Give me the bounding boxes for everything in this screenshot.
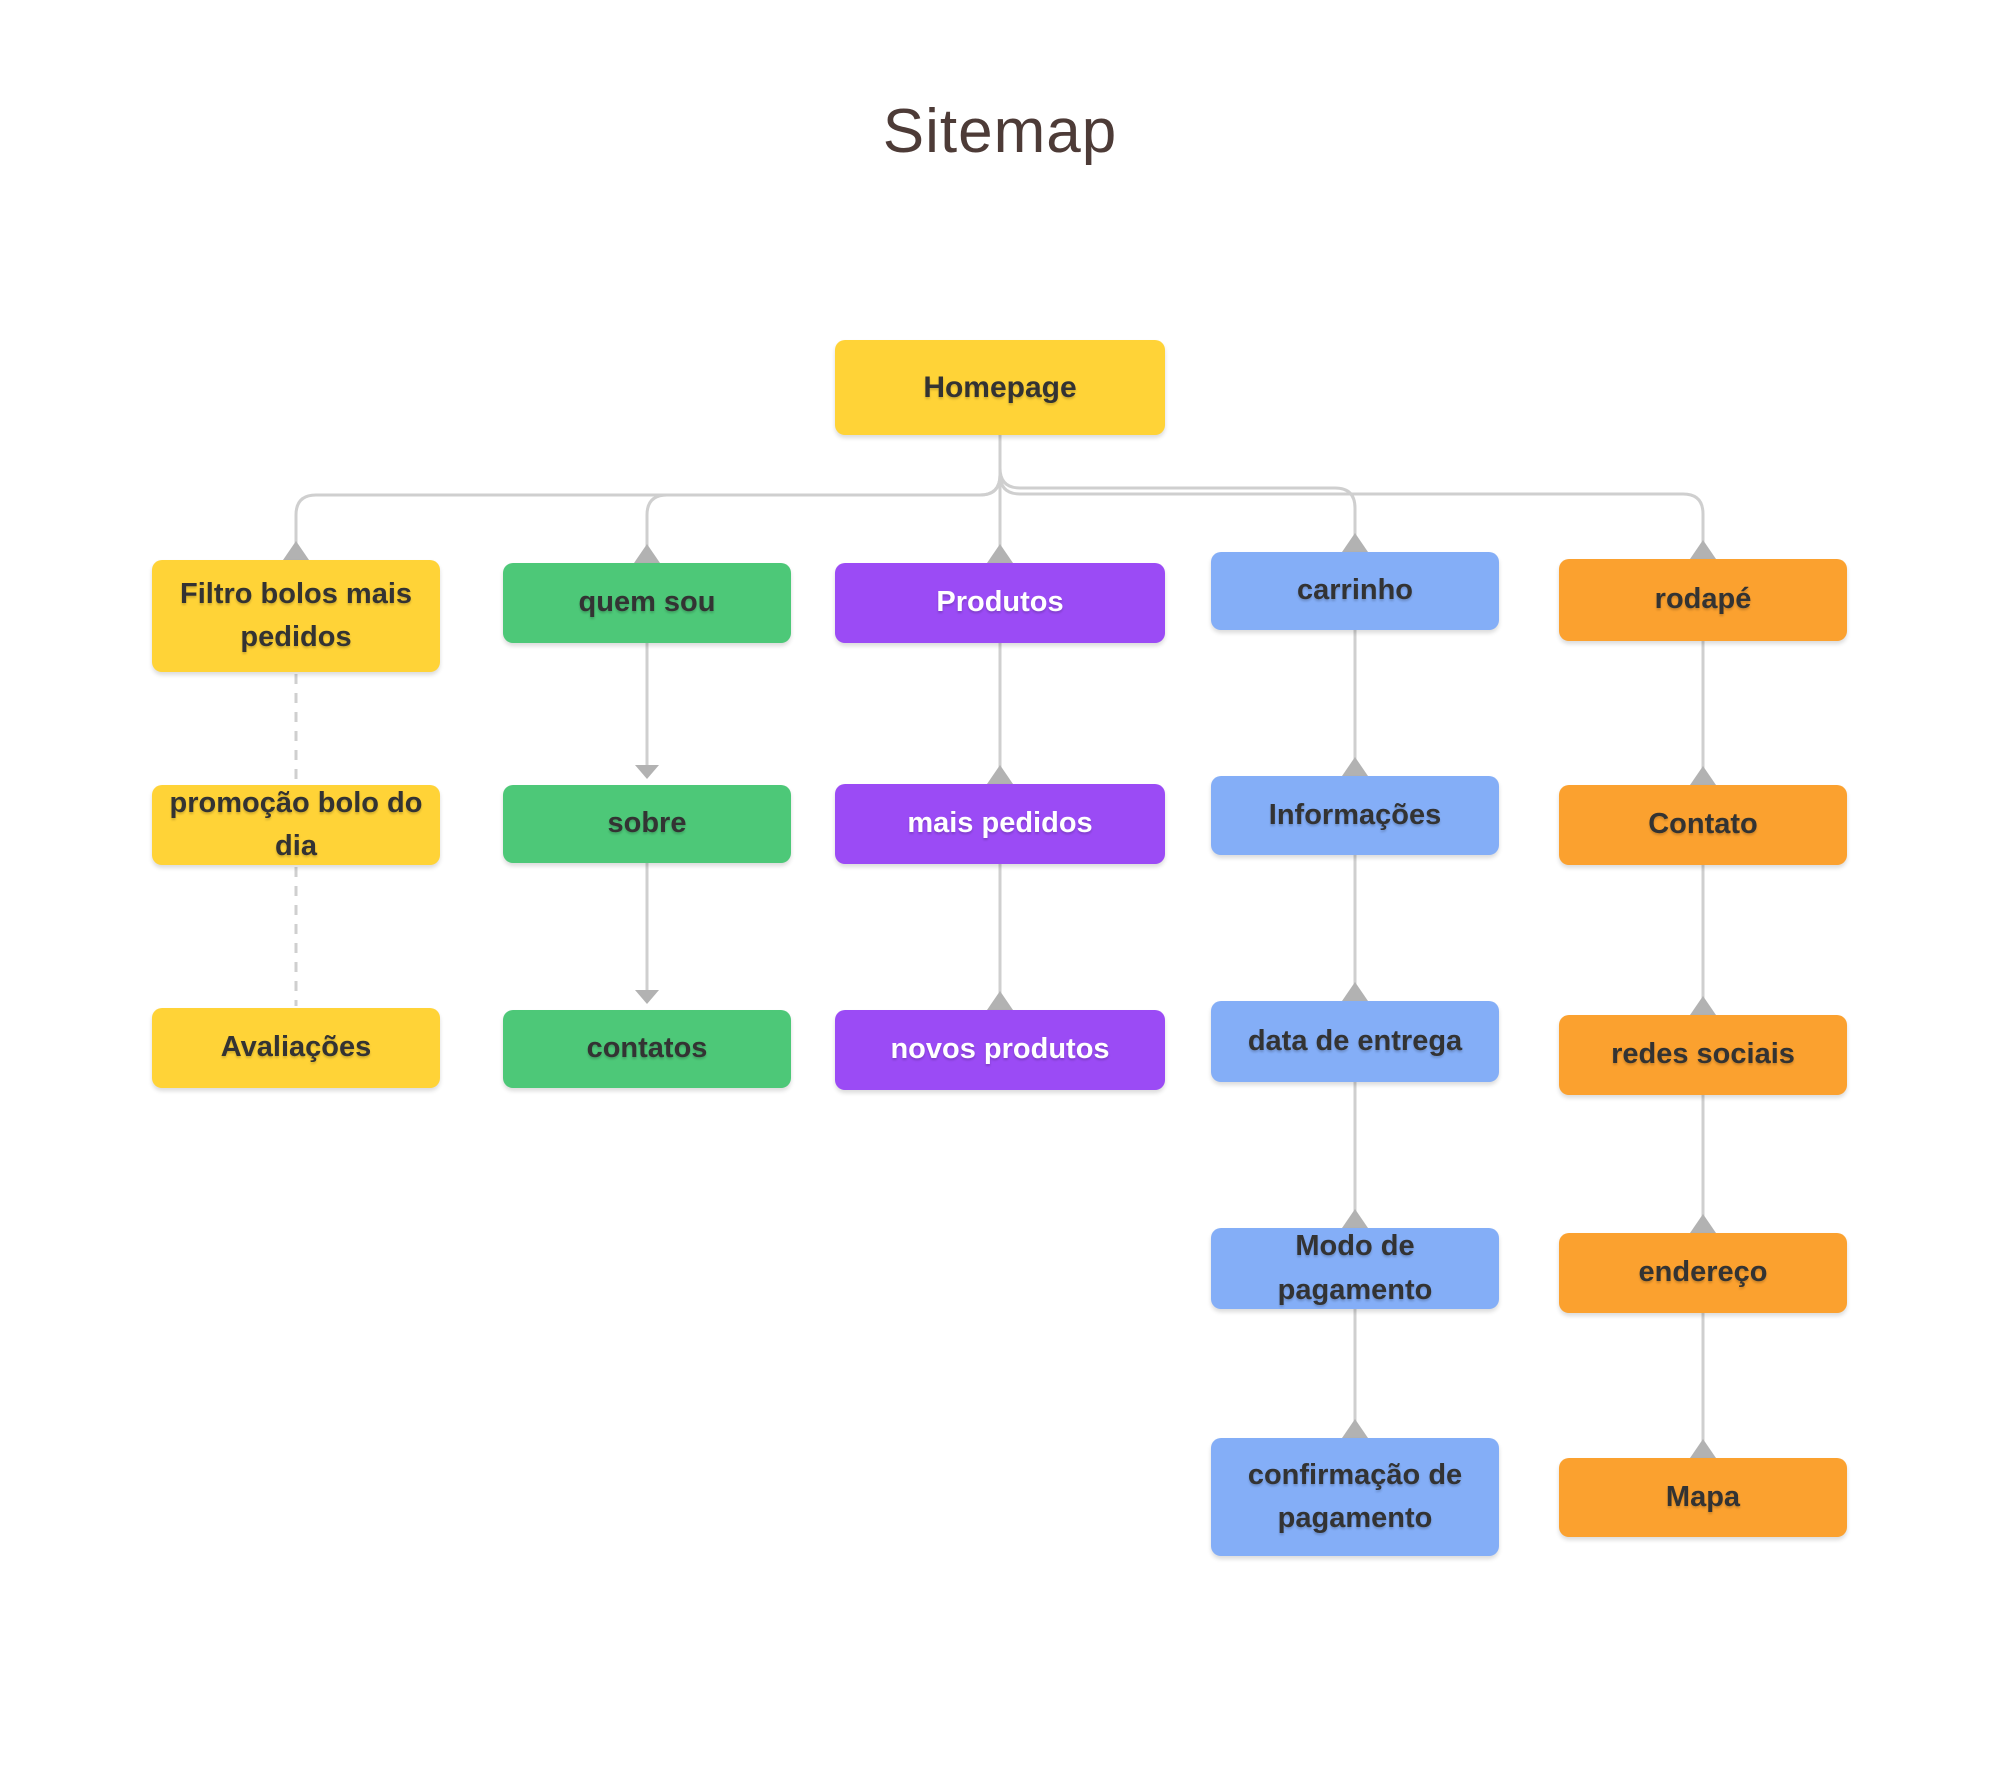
node-contato[interactable]: Contato xyxy=(1559,785,1847,865)
node-carrinho[interactable]: carrinho xyxy=(1211,552,1499,630)
node-label: Mapa xyxy=(1665,1480,1741,1513)
connector-homepage-carrinho xyxy=(998,433,1357,537)
arrow-up-carrinho xyxy=(1342,533,1368,552)
node-label: Informações xyxy=(1268,798,1442,831)
arrow-up-informacoes xyxy=(1342,757,1368,776)
arrow-up-novosprodutos xyxy=(987,991,1013,1010)
node-rodape[interactable]: rodapé xyxy=(1559,559,1847,641)
node-label: mais pedidos xyxy=(907,807,1093,840)
node-homepage-label: Homepage xyxy=(923,371,1077,404)
arrow-up-confirmacao xyxy=(1342,1419,1368,1438)
arrow-up-maispedidos xyxy=(987,765,1013,784)
node-label: Produtos xyxy=(936,586,1064,619)
node-sobre[interactable]: sobre xyxy=(503,785,791,863)
node-novos-produtos[interactable]: novos produtos xyxy=(835,1010,1165,1090)
node-mapa[interactable]: Mapa xyxy=(1559,1458,1847,1537)
node-filtro-bolos-mais-pedidos[interactable]: Filtro bolos mais pedidos xyxy=(152,560,440,672)
node-label: promoção bolo do dia xyxy=(169,786,423,863)
node-contatos[interactable]: contatos xyxy=(503,1010,791,1088)
node-label: carrinho xyxy=(1296,574,1414,607)
arrow-up-dataentrega xyxy=(1342,982,1368,1001)
connector-homepage-quemsou xyxy=(645,433,1002,548)
node-label: data de entrega xyxy=(1247,1024,1463,1057)
connector-homepage-filtro xyxy=(294,433,1002,545)
page-title: Sitemap xyxy=(882,97,1118,166)
arrow-up-produtos xyxy=(987,544,1013,563)
node-label: novos produtos xyxy=(890,1033,1110,1066)
node-label: Modo de pagamento xyxy=(1277,1230,1433,1306)
node-promocao-bolo-do-dia[interactable]: promoção bolo do dia xyxy=(152,785,440,865)
node-label: Contato xyxy=(1648,808,1758,841)
node-data-de-entrega[interactable]: data de entrega xyxy=(1211,1001,1499,1082)
node-avaliacoes[interactable]: Avaliações xyxy=(152,1008,440,1088)
node-informacoes[interactable]: Informações xyxy=(1211,776,1499,855)
node-homepage[interactable]: Homepage xyxy=(835,340,1165,435)
node-label: quem sou xyxy=(578,586,716,619)
arrow-up-quemsou xyxy=(634,544,660,563)
connector-homepage-rodape xyxy=(998,433,1705,544)
arrow-down-contatos xyxy=(635,990,659,1004)
node-label: contatos xyxy=(586,1032,708,1065)
arrow-down-sobre xyxy=(635,765,659,779)
node-endereco[interactable]: endereço xyxy=(1559,1233,1847,1313)
node-label: endereço xyxy=(1638,1256,1768,1289)
node-label: Filtro bolos mais pedidos xyxy=(179,577,413,654)
node-label: confirmação de pagamento xyxy=(1247,1458,1463,1535)
arrow-up-filtro xyxy=(283,541,309,560)
node-label: rodapé xyxy=(1654,583,1752,616)
arrow-up-redessociais xyxy=(1690,996,1716,1015)
arrow-up-mapa xyxy=(1690,1439,1716,1458)
node-redes-sociais[interactable]: redes sociais xyxy=(1559,1015,1847,1095)
arrow-up-endereco xyxy=(1690,1214,1716,1233)
node-mais-pedidos[interactable]: mais pedidos xyxy=(835,784,1165,864)
node-label: sobre xyxy=(607,807,687,840)
node-confirmacao-de-pagamento[interactable]: confirmação de pagamento xyxy=(1211,1438,1499,1556)
node-produtos[interactable]: Produtos xyxy=(835,563,1165,643)
node-label: Avaliações xyxy=(220,1031,372,1064)
arrow-up-contato xyxy=(1690,766,1716,785)
node-quem-sou[interactable]: quem sou xyxy=(503,563,791,643)
node-modo-de-pagamento[interactable]: Modo de pagamento xyxy=(1211,1228,1499,1309)
node-label: redes sociais xyxy=(1611,1038,1795,1071)
arrow-up-rodape xyxy=(1690,540,1716,559)
